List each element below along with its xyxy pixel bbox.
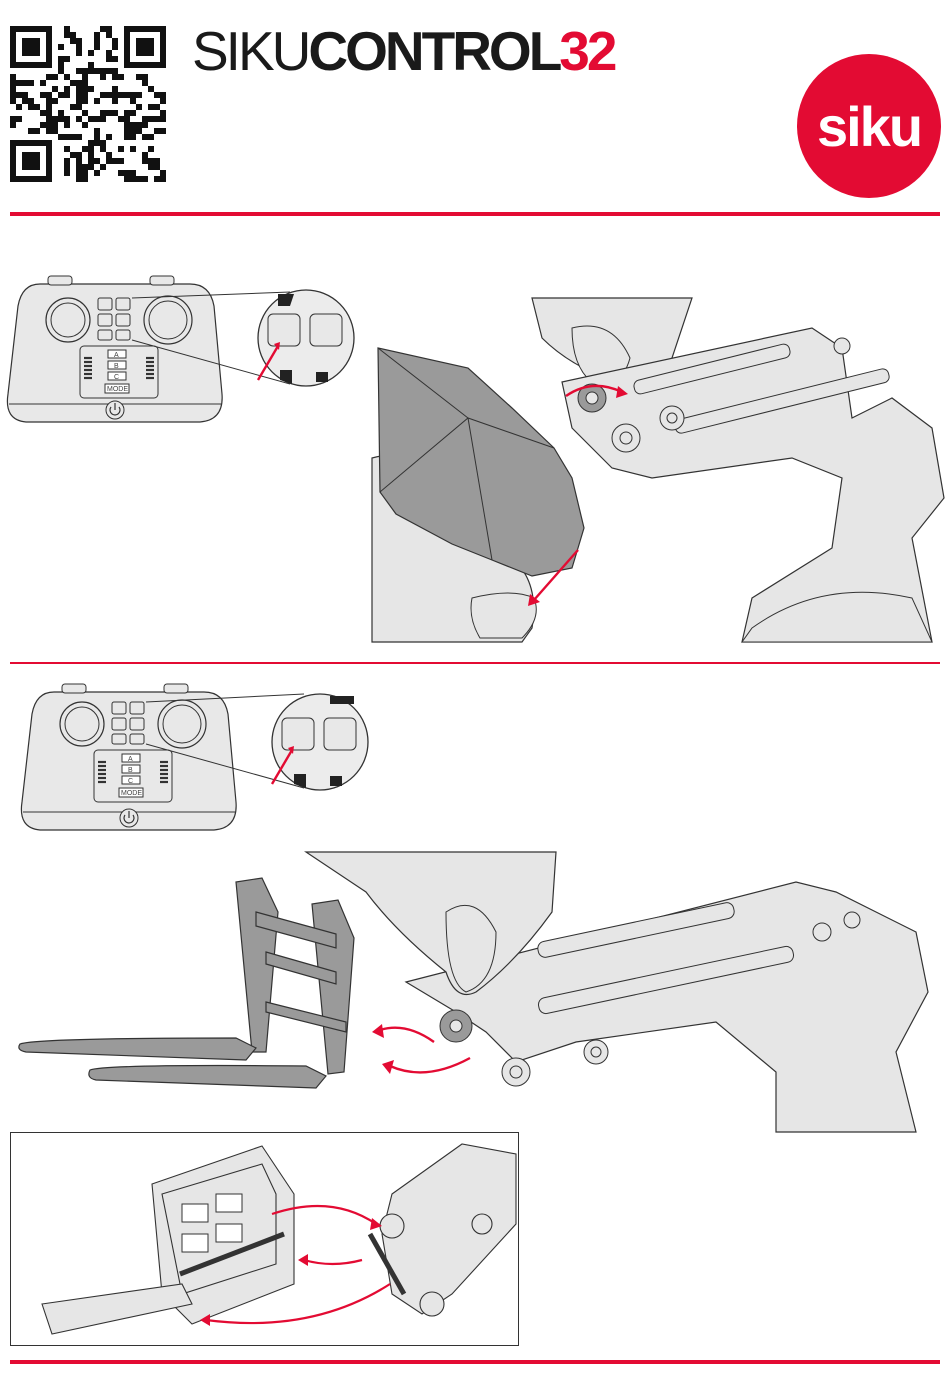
brand-main: CONTROL [308, 20, 559, 82]
bucket-attach-illustration [372, 298, 944, 642]
top-divider [10, 212, 940, 216]
logo-text: siku [817, 94, 921, 159]
brand-title: SIKUCONTROL32 [192, 22, 614, 80]
middle-divider [10, 662, 940, 664]
brand-number: 32 [559, 20, 614, 82]
brand-prefix: SIKU [192, 20, 308, 82]
remote-button-b: B [114, 363, 119, 370]
remote-button-a: A [114, 352, 119, 359]
remote-button-mode: MODE [107, 386, 128, 393]
qr-code-icon [10, 26, 166, 182]
forks-icon [19, 878, 354, 1088]
siku-logo: siku [797, 54, 941, 198]
remote-button-mode: MODE [121, 790, 142, 797]
remote-button-c: C [114, 374, 119, 381]
forks-attach-illustration [16, 852, 946, 1132]
remote-button-a: A [128, 756, 133, 763]
remote-button-c: C [128, 778, 133, 785]
remote-control-1: A B C MODE [10, 276, 360, 446]
bottom-divider [10, 1360, 940, 1364]
remote-control-2: A B C MODE [24, 684, 374, 854]
detail-inset-illustration [12, 1134, 516, 1342]
remote-button-b: B [128, 767, 133, 774]
